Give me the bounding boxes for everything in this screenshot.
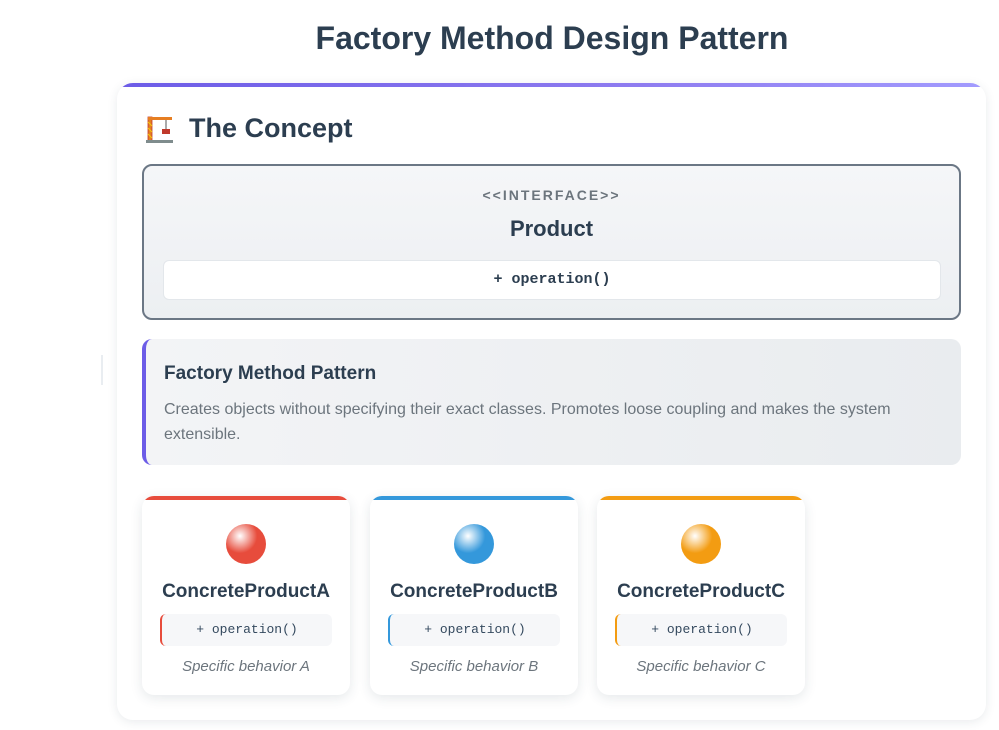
product-name: ConcreteProductB <box>390 581 558 602</box>
concept-heading: The Concept <box>189 113 353 143</box>
interface-box: <<INTERFACE>> Product + operation() <box>142 164 961 320</box>
page-title: Factory Method Design Pattern <box>315 20 789 56</box>
description-title: Factory Method Pattern <box>164 363 377 384</box>
product-color-bar <box>142 496 350 500</box>
divider <box>101 355 103 385</box>
product-card-a: ConcreteProductA + operation() Specific … <box>142 496 350 695</box>
crane-icon <box>146 116 173 143</box>
product-note: Specific behavior C <box>636 658 766 675</box>
product-method: + operation() <box>615 614 787 646</box>
product-card-b: ConcreteProductB + operation() Specific … <box>370 496 578 695</box>
product-color-bar <box>597 496 805 500</box>
description-text: Creates objects without specifying their… <box>164 401 891 443</box>
product-method: + operation() <box>160 614 332 646</box>
red-sphere-icon <box>226 524 266 564</box>
yellow-sphere-icon <box>681 524 721 564</box>
interface-method: + operation() <box>163 260 941 300</box>
card-header: The Concept <box>145 113 353 144</box>
product-name: ConcreteProductA <box>162 581 330 602</box>
product-name: ConcreteProductC <box>617 581 785 602</box>
blue-sphere-icon <box>454 524 494 564</box>
product-note: Specific behavior A <box>182 658 310 675</box>
pattern-description: Factory Method Pattern Creates objects w… <box>142 339 961 465</box>
product-method: + operation() <box>388 614 560 646</box>
product-color-bar <box>370 496 578 500</box>
product-card-c: ConcreteProductC + operation() Specific … <box>597 496 805 695</box>
card-accent-bar <box>117 83 986 87</box>
concept-card: The Concept <<INTERFACE>> Product + oper… <box>117 83 986 720</box>
product-note: Specific behavior B <box>409 658 539 675</box>
interface-name: Product <box>509 216 594 241</box>
interface-stereotype: <<INTERFACE>> <box>482 187 621 203</box>
